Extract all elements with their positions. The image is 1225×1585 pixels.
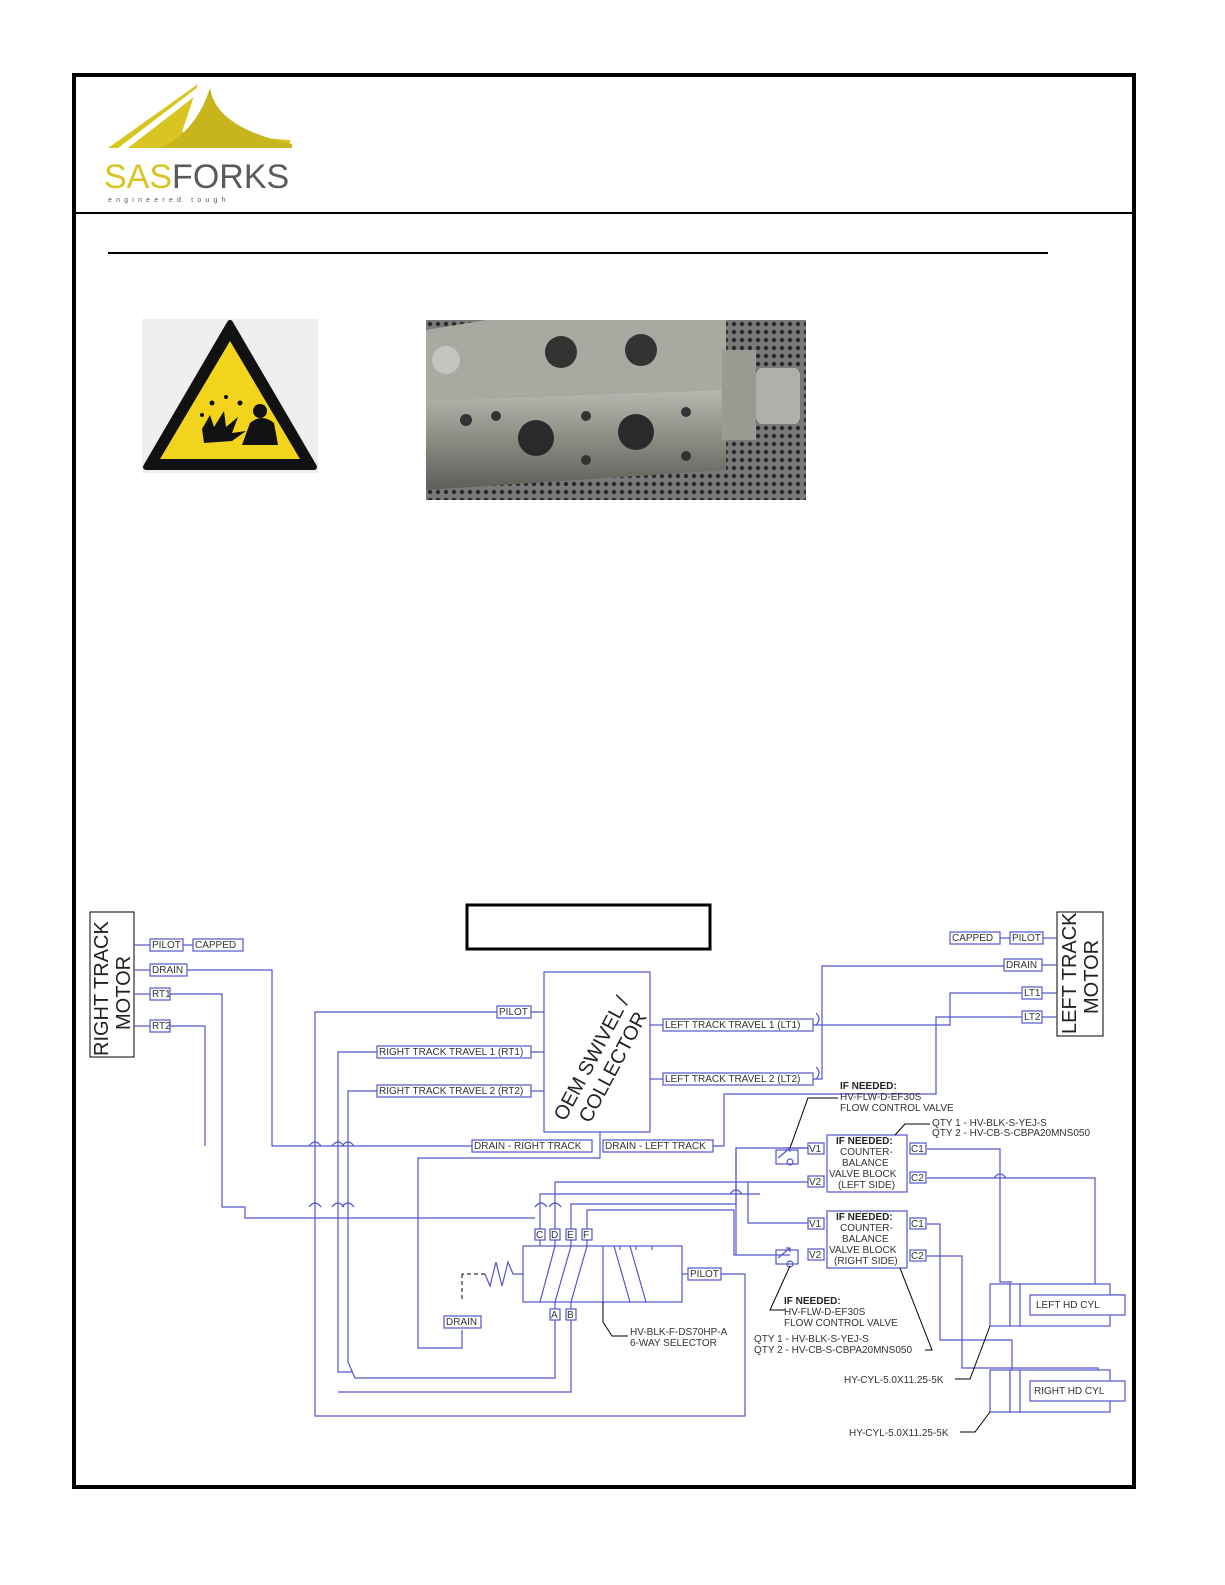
sw-lt1-label: LEFT TRACK TRAVEL 1 (LT1) (665, 1020, 800, 1031)
title-underline (108, 252, 1048, 254)
cbr-v2: V2 (809, 1250, 822, 1261)
cb-left-line4: VALVE BLOCK (829, 1169, 897, 1180)
lm-capped-label: CAPPED (952, 933, 993, 944)
logo-mark-front (160, 88, 292, 148)
sel-drain-label: DRAIN (446, 1317, 477, 1328)
right-track-motor-box (89, 911, 135, 1058)
cbr-c1: C1 (911, 1219, 924, 1230)
cb-left-line3: BALANCE (842, 1158, 889, 1169)
page-frame (72, 73, 1136, 1489)
cb-left-line5: (LEFT SIDE) (838, 1180, 895, 1191)
fv-top-line2: HV-FLW-D-EF30S (840, 1092, 922, 1103)
sw-drain-left-label: DRAIN - LEFT TRACK (605, 1141, 706, 1152)
lm-lt2-label: LT2 (1024, 1012, 1041, 1023)
left-motor-label-2: MOTOR (1081, 940, 1103, 1014)
right-motor-label-1: RIGHT TRACK (91, 921, 113, 1056)
qty-bottom-line1: QTY 1 - HV-BLK-S-YEJ-S (754, 1334, 869, 1345)
sel-port-a: A (551, 1310, 558, 1321)
lm-pilot-label: PILOT (1012, 933, 1041, 944)
logo-text: SASFORKS (104, 158, 289, 196)
rm-drain-label: DRAIN (152, 965, 183, 976)
left-track-motor-box (1056, 911, 1104, 1037)
fv-top-line3: FLOW CONTROL VALVE (840, 1103, 954, 1114)
cb-right-line1: IF NEEDED: (836, 1212, 893, 1223)
qty-top-line1: QTY 1 - HV-BLK-S-YEJ-S (932, 1118, 1047, 1129)
cb-left-line2: COUNTER- (840, 1147, 893, 1158)
qty-top-line2: QTY 2 - HV-CB-S-CBPA20MNS050 (932, 1128, 1090, 1139)
right-motor-label-2: MOTOR (113, 956, 135, 1030)
cbl-c1: C1 (911, 1144, 924, 1155)
rm-rt2-label: RT2 (152, 1021, 171, 1032)
rm-pilot-label: PILOT (152, 940, 181, 951)
valve-block-photo (426, 320, 806, 500)
left-motor-label-1: LEFT TRACK (1059, 912, 1081, 1034)
line-crossovers (308, 1012, 1007, 1208)
sw-pilot-label: PILOT (499, 1007, 528, 1018)
left-motor-ports: CAPPED PILOT DRAIN LT1 LT2 (949, 931, 1057, 1024)
cb-left-line1: IF NEEDED: (836, 1136, 893, 1147)
sw-drain-right-label: DRAIN - RIGHT TRACK (474, 1141, 582, 1152)
sel-pilot-label: PILOT (690, 1269, 719, 1280)
rm-capped-label: CAPPED (195, 940, 236, 951)
logo-text-sas: SAS (104, 158, 172, 196)
sw-rt2-label: RIGHT TRACK TRAVEL 2 (RT2) (379, 1086, 523, 1097)
selector-part-line1: HV-BLK-F-DS70HP-A (630, 1327, 728, 1338)
sasforks-logo: SASFORKS engineered tough (104, 84, 292, 204)
sel-port-e: E (567, 1230, 574, 1241)
sel-port-c: C (536, 1230, 543, 1241)
selector-ports: C D E F A B PILOT DRAIN (443, 1228, 722, 1329)
logo-tagline: engineered tough (108, 197, 230, 204)
cb-right-line2: COUNTER- (840, 1223, 893, 1234)
logo-mark-slash (118, 84, 208, 148)
cyl-part-label-1: HY-CYL-5.0X11.25-5K (844, 1375, 944, 1386)
selector-part-line2: 6-WAY SELECTOR (630, 1338, 717, 1349)
cb-right-line3: BALANCE (842, 1234, 889, 1245)
logo-mark-back (108, 84, 290, 148)
left-hd-cylinder: LEFT HD CYL (989, 1283, 1126, 1327)
cbr-c2: C2 (911, 1251, 924, 1262)
rm-rt1-label: RT1 (152, 989, 171, 1000)
oem-swivel-box (543, 971, 651, 1133)
fv-bottom-line3: FLOW CONTROL VALVE (784, 1318, 898, 1329)
lm-drain-label: DRAIN (1006, 960, 1037, 971)
cb-block-right (826, 1210, 908, 1269)
sel-port-d: D (551, 1230, 558, 1241)
sel-port-f: F (583, 1230, 589, 1241)
diagram-title-box (465, 903, 712, 951)
cbl-c2: C2 (911, 1173, 924, 1184)
right-hd-cylinder: RIGHT HD CYL (989, 1369, 1126, 1413)
sw-lt2-label: LEFT TRACK TRAVEL 2 (LT2) (665, 1074, 800, 1085)
left-cyl-label: LEFT HD CYL (1036, 1300, 1100, 1311)
right-motor-ports: PILOT CAPPED DRAIN RT1 RT2 (134, 938, 244, 1033)
cb-block-left (826, 1134, 908, 1193)
fv-bottom-line1: IF NEEDED: (784, 1296, 841, 1307)
sel-port-b: B (567, 1310, 574, 1321)
cbl-v1: V1 (809, 1144, 822, 1155)
hydraulic-lines (170, 965, 1125, 1417)
fv-bottom-line2: HV-FLW-D-EF30S (784, 1307, 866, 1318)
lm-lt1-label: LT1 (1024, 988, 1041, 999)
cb-ports: V1 V2 C1 C2 V1 V2 C1 C2 (807, 1142, 927, 1262)
fv-top-line1: IF NEEDED: (840, 1081, 897, 1092)
right-cyl-label: RIGHT HD CYL (1034, 1386, 1105, 1397)
header-divider (76, 212, 1132, 214)
cb-right-line4: VALVE BLOCK (829, 1245, 897, 1256)
cbr-v1: V1 (809, 1219, 822, 1230)
sw-rt1-label: RIGHT TRACK TRAVEL 1 (RT1) (379, 1047, 523, 1058)
explosion-warning-icon (142, 319, 318, 473)
cb-right-line5: (RIGHT SIDE) (834, 1256, 898, 1267)
qty-bottom-line2: QTY 2 - HV-CB-S-CBPA20MNS050 (754, 1345, 912, 1356)
logo-text-forks: FORKS (172, 158, 289, 196)
flow-control-valve-icons (775, 1147, 799, 1268)
cbl-v2: V2 (809, 1177, 822, 1188)
cyl-part-label-2: HY-CYL-5.0X11.25-5K (849, 1428, 949, 1439)
